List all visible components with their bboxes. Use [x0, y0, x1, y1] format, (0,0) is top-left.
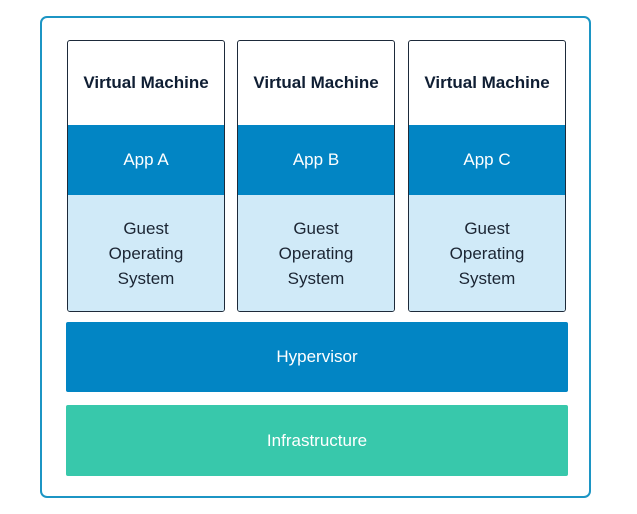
- guest-os-line: System: [117, 268, 175, 288]
- guest-os-line: System: [458, 268, 516, 288]
- vm-title: Virtual Machine: [83, 73, 209, 92]
- guest-os-block: Guest Operating System: [409, 195, 565, 311]
- guest-os-line: System: [287, 268, 345, 288]
- virtual-machine-a: Virtual Machine App A Guest Operating Sy…: [67, 40, 225, 312]
- hypervisor-layer: Hypervisor: [66, 322, 568, 392]
- guest-os-line: Operating: [449, 243, 525, 263]
- app-a-block: App A: [68, 125, 224, 195]
- app-b-block: App B: [238, 125, 394, 195]
- app-c-block: App C: [409, 125, 565, 195]
- guest-os-line: Guest: [464, 218, 510, 238]
- guest-os-block: Guest Operating System: [68, 195, 224, 311]
- virtual-machine-b: Virtual Machine App B Guest Operating Sy…: [237, 40, 395, 312]
- guest-os-line: Operating: [108, 243, 184, 263]
- guest-os-line: Guest: [293, 218, 339, 238]
- infrastructure-layer: Infrastructure: [66, 405, 568, 476]
- virtual-machine-c: Virtual Machine App C Guest Operating Sy…: [408, 40, 566, 312]
- vm-title: Virtual Machine: [253, 73, 379, 92]
- vm-title: Virtual Machine: [424, 73, 550, 92]
- guest-os-line: Guest: [123, 218, 169, 238]
- guest-os-block: Guest Operating System: [238, 195, 394, 311]
- guest-os-line: Operating: [278, 243, 354, 263]
